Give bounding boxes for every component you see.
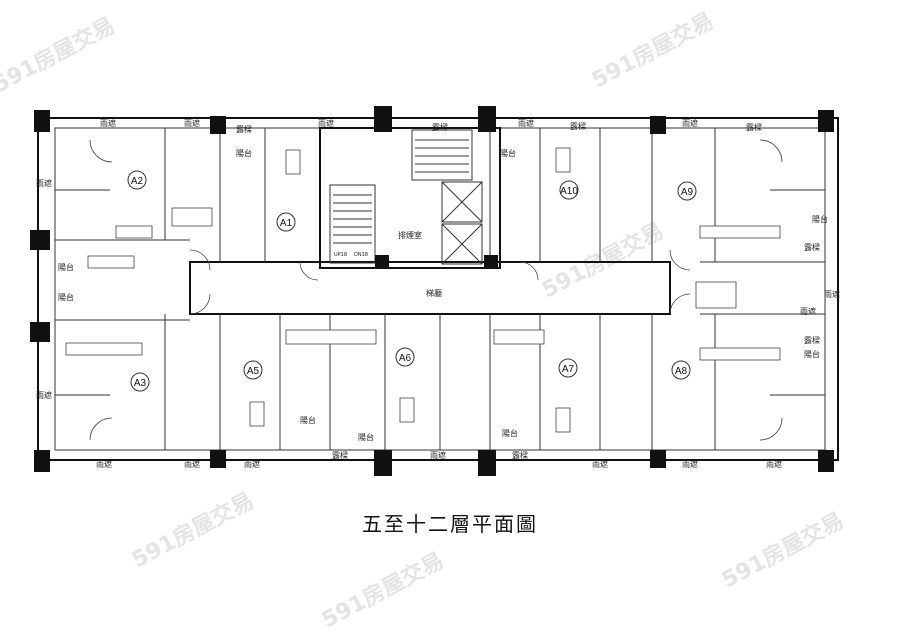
- watermark-1: 591房屋交易: [0, 12, 119, 98]
- terrace-label: 露樑: [332, 450, 348, 460]
- watermarks: 591房屋交易 591房屋交易 591房屋交易 591房屋交易 591房屋交易 …: [0, 8, 848, 634]
- canopy-label: 雨遮: [430, 450, 446, 460]
- canopy-label: 雨遮: [592, 459, 608, 469]
- canopy-label: 雨遮: [100, 118, 116, 128]
- unit-a1: A1: [280, 218, 293, 229]
- fixtures: [65, 147, 781, 433]
- canopy-label: 雨遮: [766, 459, 782, 469]
- terrace-label: 露樑: [746, 122, 762, 132]
- terrace-label: 露樑: [432, 122, 448, 132]
- unit-a8-marker: [671, 360, 691, 380]
- watermark-6: 591房屋交易: [538, 218, 668, 304]
- unit-a2: A2: [131, 176, 144, 187]
- terrace-label: 露樑: [512, 450, 528, 460]
- canopy-label: 雨遮: [518, 118, 534, 128]
- canopy-label: 雨遮: [318, 118, 334, 128]
- unit-a5-marker: [243, 360, 263, 380]
- unit-labels: A2 A1 A3 A5 A6 A7 A8 A9 A10: [127, 170, 697, 392]
- terrace-label: 露樑: [804, 242, 820, 252]
- canopy-label: 雨遮: [36, 390, 52, 400]
- room-labels: 雨遮 雨遮 露樑 雨遮 露樑 雨遮 露樑 雨遮 露樑 雨遮 雨遮 陽台 陽台 陽…: [36, 118, 840, 469]
- unit-a7-marker: [558, 358, 578, 378]
- stairs: [333, 139, 483, 265]
- balcony-label: 陽台: [500, 148, 516, 158]
- canopy-label: 雨遮: [800, 306, 816, 316]
- canopy-label: 雨遮: [36, 178, 52, 188]
- corridor-label: 梯廳: [426, 288, 442, 298]
- unit-a6: A6: [399, 353, 412, 364]
- unit-a9-marker: [677, 181, 697, 201]
- unit-a2-marker: [127, 170, 147, 190]
- unit-a3-marker: [130, 372, 150, 392]
- unit-a6-marker: [395, 347, 415, 367]
- canopy-label: 雨遮: [96, 459, 112, 469]
- unit-a10: A10: [560, 186, 578, 197]
- canopy-label: 雨遮: [682, 118, 698, 128]
- doors: [89, 139, 783, 441]
- balcony-label: 陽台: [58, 262, 74, 272]
- canopy-label: 雨遮: [184, 459, 200, 469]
- unit-a9: A9: [681, 187, 694, 198]
- canopy-label: 雨遮: [244, 459, 260, 469]
- balcony-label: 陽台: [300, 415, 316, 425]
- unit-a5: A5: [247, 366, 260, 377]
- columns: [30, 106, 834, 476]
- balcony-label: 陽台: [236, 148, 252, 158]
- watermark-4: 591房屋交易: [318, 548, 448, 634]
- stair-down-label: DN18: [354, 252, 368, 258]
- balcony-label: 陽台: [58, 292, 74, 302]
- canopy-label: 雨遮: [824, 289, 840, 299]
- terrace-label: 露樑: [804, 335, 820, 345]
- unit-a3: A3: [134, 378, 147, 389]
- terrace-label: 露樑: [570, 121, 586, 131]
- balcony-label: 陽台: [502, 428, 518, 438]
- balcony-label: 陽台: [812, 214, 828, 224]
- canopy-label: 雨遮: [682, 459, 698, 469]
- unit-a1-marker: [276, 212, 296, 232]
- balcony-label: 陽台: [358, 432, 374, 442]
- unit-a7: A7: [562, 364, 575, 375]
- balcony-label: 陽台: [804, 349, 820, 359]
- terrace-label: 露樑: [236, 124, 252, 134]
- unit-a8: A8: [675, 366, 688, 377]
- unit-a10-marker: [559, 180, 579, 200]
- stair-lobby-label: 排煙室: [398, 230, 422, 240]
- canopy-label: 雨遮: [184, 118, 200, 128]
- stair-up-label: UP18: [334, 252, 347, 258]
- plan-title: 五至十二層平面圖: [362, 512, 538, 536]
- partitions: [55, 128, 825, 450]
- watermark-2: 591房屋交易: [588, 8, 718, 94]
